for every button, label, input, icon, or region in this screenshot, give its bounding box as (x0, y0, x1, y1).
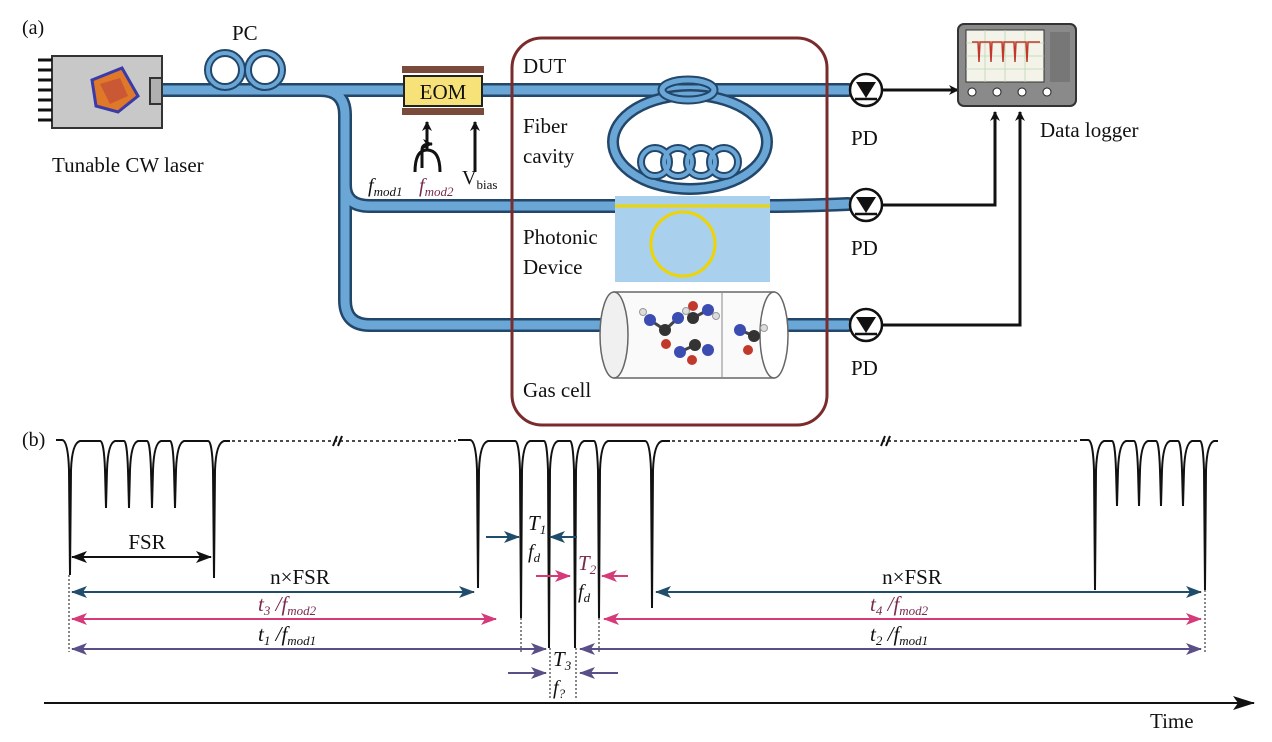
signal-lines (883, 85, 1025, 327)
vbias-label: Vbias (462, 167, 497, 192)
eom-drive-arrows (413, 121, 480, 173)
pd-label-3: PD (851, 356, 878, 380)
transmission-trace (56, 439, 1218, 649)
fmod2-label: fmod2 (419, 175, 454, 199)
gas-cell-label: Gas cell (523, 378, 591, 402)
nfsr-label-left: n×FSR (270, 565, 330, 589)
reference-verticals (68, 575, 1206, 700)
fiber-cavity-label-2: cavity (523, 144, 575, 168)
eom-modulator (402, 66, 484, 115)
time-label: Time (1150, 709, 1194, 733)
t1-label: t1 /fmod1 (258, 622, 316, 648)
panel-a-tag: (a) (22, 17, 44, 39)
molecule-icons (639, 301, 768, 365)
polarization-controller-icon (204, 49, 286, 91)
data-logger-icon (957, 23, 1077, 107)
eom-label: EOM (420, 80, 467, 104)
fd-label-1: fd (528, 541, 541, 565)
pc-label: PC (232, 21, 258, 45)
photonic-label-2: Device (523, 255, 582, 279)
photonic-chip (615, 196, 770, 282)
fiber-cavity-icon (607, 75, 773, 195)
fiber-network (153, 83, 855, 332)
photonic-label-1: Photonic (523, 225, 598, 249)
fmod1-label: fmod1 (368, 175, 402, 199)
fd-label-2: fd (578, 581, 591, 605)
fiber-cavity-label-1: Fiber (523, 114, 567, 138)
t4-label: t4 /fmod2 (870, 592, 929, 618)
dut-enclosure (510, 36, 829, 427)
laser-label: Tunable CW laser (52, 153, 204, 177)
logger-label: Data logger (1040, 118, 1139, 142)
photodetector-2 (848, 187, 884, 223)
axis-break-icon (332, 435, 891, 447)
t3-label: t3 /fmod2 (258, 592, 317, 618)
T1-label: T1 (528, 511, 546, 537)
gas-cell (599, 291, 789, 379)
fq-label: f? (553, 677, 566, 701)
tunable-laser (38, 55, 163, 129)
T2-label: T2 (578, 551, 597, 577)
T3-label: T3 (553, 647, 572, 673)
dut-label: DUT (523, 54, 566, 78)
photodetector-1 (848, 72, 884, 108)
t2-label: t2 /fmod1 (870, 622, 928, 648)
nfsr-label-right: n×FSR (882, 565, 942, 589)
fsr-label: FSR (128, 530, 165, 554)
ring-resonator-icon (649, 210, 717, 278)
pd-label-2: PD (851, 236, 878, 260)
panel-b-tag: (b) (22, 429, 45, 451)
pd-label-1: PD (851, 126, 878, 150)
photodetector-3 (848, 307, 884, 343)
